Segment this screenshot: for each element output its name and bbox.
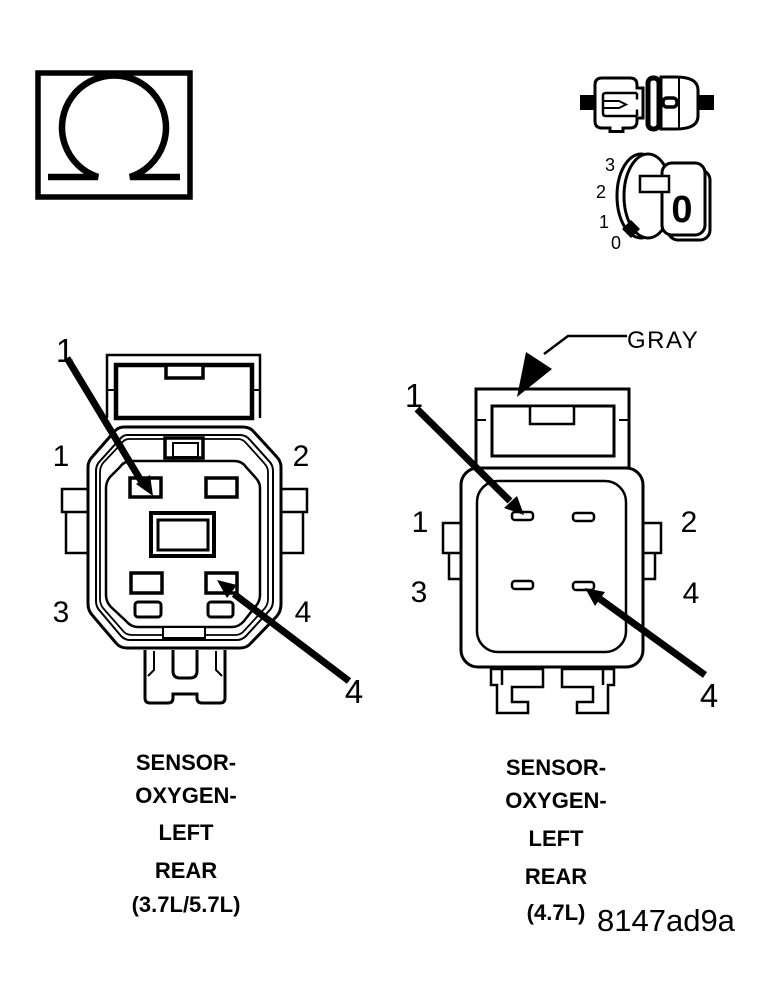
mounting-bracket-right — [560, 667, 616, 715]
callout-4-arrowhead — [217, 580, 237, 598]
caption-line: SENSOR- — [506, 755, 606, 780]
latch-tab — [164, 363, 205, 380]
cavity-outline — [104, 459, 262, 629]
dial-scale-label: 3 — [605, 155, 615, 175]
dial-scale-label: 2 — [596, 182, 606, 202]
dial-scale-label: 1 — [599, 212, 609, 232]
callout-1-label: 1 — [405, 377, 423, 414]
callout-4-arrow-shaft — [231, 591, 352, 684]
caption-line: REAR — [155, 858, 217, 883]
caption-line: SENSOR- — [136, 750, 236, 775]
callout-1-arrow-shaft — [414, 406, 513, 504]
cavity-bottom-notch — [162, 626, 206, 639]
male-connector-icon — [593, 76, 645, 133]
figure-code: 8147ad9a — [597, 903, 736, 938]
wing-left — [60, 487, 88, 555]
mounting-legs-detail — [147, 651, 223, 677]
small-slot-right — [206, 600, 235, 619]
pin-label-1: 1 — [412, 506, 429, 539]
pin-label-2: 2 — [293, 440, 310, 473]
mounting-legs-bar — [171, 650, 199, 696]
callout-1-arrowhead — [136, 475, 153, 496]
omega-icon — [48, 72, 180, 181]
dial-pointer-diamond-icon — [622, 220, 640, 238]
terminal-fork-tip-icon — [602, 100, 629, 109]
latch-tab — [528, 404, 576, 426]
resistance-icon — [35, 70, 193, 200]
caption-line: LEFT — [159, 820, 215, 845]
pin-label-1: 1 — [53, 440, 70, 473]
tab-right — [643, 521, 663, 581]
caption-line: REAR — [525, 864, 587, 889]
body-outline-inner — [475, 479, 628, 654]
left-connector-caption: SENSOR- OXYGEN- LEFT REAR (3.7L/5.7L) — [132, 750, 241, 917]
pin-label-3: 3 — [53, 596, 70, 629]
wing-right — [281, 487, 309, 555]
mounting-bracket-left — [489, 667, 545, 715]
ohmmeter-dial-icon: 3 2 1 0 0 — [596, 152, 712, 253]
pin-slot-3 — [510, 579, 535, 591]
pin-label-4: 4 — [683, 577, 700, 610]
dial-scale-label: 0 — [611, 233, 621, 253]
callout-4-label: 4 — [700, 677, 718, 714]
pin-label-3: 3 — [411, 576, 428, 609]
latch-slot-inner — [172, 442, 199, 458]
caption-line: OXYGEN- — [505, 788, 606, 813]
dial-knob-face — [660, 161, 707, 237]
callout-4-arrow-shaft — [597, 596, 708, 678]
callout-4-label: 4 — [345, 673, 363, 710]
dial-value-text: 0 — [671, 189, 692, 231]
dial-neck — [638, 174, 671, 194]
right-connector-caption: SENSOR- OXYGEN- LEFT REAR (4.7L) — [505, 755, 606, 925]
gray-leader-arrowhead — [517, 352, 552, 397]
tab-left — [441, 521, 462, 581]
pin-slot-4 — [571, 580, 596, 592]
caption-line: OXYGEN- — [135, 783, 236, 808]
caption-line: LEFT — [529, 826, 585, 851]
caption-line: (4.7L) — [527, 900, 586, 925]
callout-1-arrow-shaft — [64, 356, 146, 486]
pin-slot-2 — [571, 511, 596, 523]
gray-leader-line — [543, 334, 627, 355]
body-outline-outer — [459, 466, 645, 669]
right-connector-diagram: GRAY 1 2 3 4 1 4 — [405, 327, 718, 715]
connector-pair-icon — [580, 75, 714, 133]
body-outline-mid — [95, 434, 274, 641]
pin-slot-2 — [204, 476, 239, 499]
gray-label: GRAY — [627, 327, 699, 354]
caption-line: (3.7L/5.7L) — [132, 892, 241, 917]
wire-stub-right-icon — [698, 95, 714, 110]
seal-ring-icon — [645, 75, 662, 132]
callout-4-arrowhead — [585, 588, 605, 606]
body-outline-inner — [99, 438, 269, 636]
left-connector-diagram: 1 2 3 4 1 4 — [53, 332, 364, 710]
callout-1-arrowhead — [504, 496, 524, 515]
keyway-inner — [156, 518, 210, 552]
terminal-slot-icon — [661, 96, 679, 109]
small-slot-left — [133, 600, 163, 619]
pin-label-4: 4 — [295, 596, 312, 629]
pin-slot-3 — [129, 571, 164, 595]
pin-label-2: 2 — [681, 506, 698, 539]
